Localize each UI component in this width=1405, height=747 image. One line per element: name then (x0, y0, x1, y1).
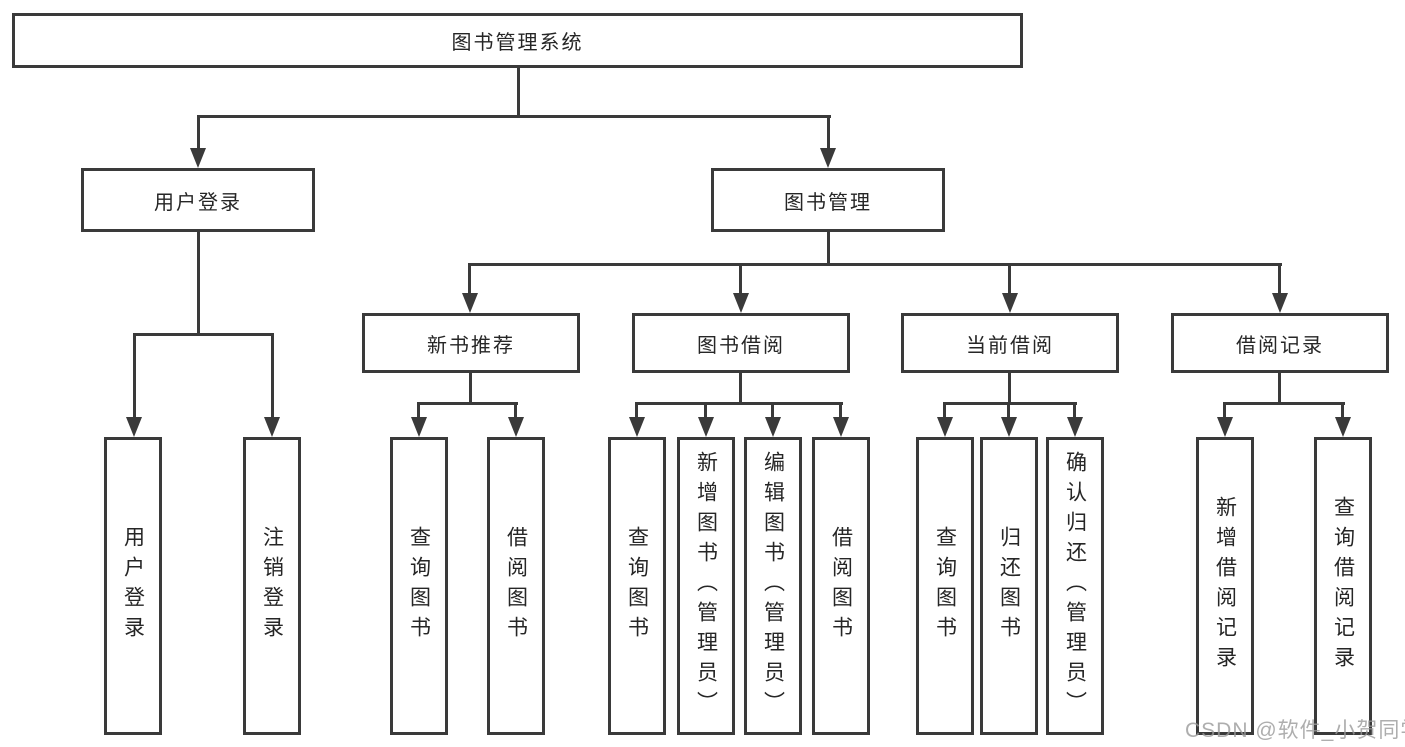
connector-line (197, 232, 200, 333)
leaf-return-books-label: 归还图书 (997, 526, 1021, 646)
arrow-down-icon (190, 148, 206, 168)
arrow-down-icon (765, 417, 781, 437)
connector-line (514, 402, 517, 419)
connector-line (469, 373, 472, 404)
arrow-down-icon (508, 417, 524, 437)
connector-line (827, 232, 830, 266)
arrow-down-icon (1001, 417, 1017, 437)
arrow-down-icon (1335, 417, 1351, 437)
leaf-add-borrow-record: 新增借阅记录 (1196, 437, 1254, 735)
arrow-down-icon (1217, 417, 1233, 437)
connector-line (1073, 402, 1076, 419)
node-new-books-label: 新书推荐 (427, 334, 515, 357)
connector-line (635, 402, 843, 405)
connector-line (1007, 402, 1010, 419)
node-new-books: 新书推荐 (362, 313, 580, 373)
leaf-logout: 注销登录 (243, 437, 301, 735)
leaf-query-borrow-record: 查询借阅记录 (1314, 437, 1372, 735)
leaf-borrow-books-2-label: 借阅图书 (829, 526, 853, 646)
connector-line (1008, 373, 1011, 404)
leaf-return-books: 归还图书 (980, 437, 1038, 735)
leaf-query-books-2-label: 查询图书 (625, 526, 649, 646)
arrow-down-icon (411, 417, 427, 437)
arrow-down-icon (1067, 417, 1083, 437)
leaf-query-books-3-label: 查询图书 (933, 526, 957, 646)
connector-line (468, 263, 471, 295)
connector-line (1341, 402, 1344, 419)
connector-line (739, 263, 742, 295)
node-borrow-records-label: 借阅记录 (1236, 334, 1324, 357)
connector-line (133, 333, 136, 419)
connector-line (1278, 263, 1281, 295)
connector-line (417, 402, 420, 419)
leaf-confirm-return-admin: 确认归还（管理员） (1046, 437, 1104, 735)
node-root-label: 图书管理系统 (451, 32, 584, 54)
connector-line (704, 402, 707, 419)
connector-line (517, 68, 520, 118)
csdn-watermark: CSDN @软件_小贺同学 (1185, 719, 1405, 742)
leaf-confirm-return-admin-label: 确认归还（管理员） (1063, 451, 1087, 721)
leaf-borrow-books-1: 借阅图书 (487, 437, 545, 735)
connector-line (1223, 402, 1345, 405)
node-book-mgmt-label: 图书管理 (784, 191, 872, 214)
connector-line (635, 402, 638, 419)
connector-line (839, 402, 842, 419)
node-book-borrow: 图书借阅 (632, 313, 850, 373)
node-user-login: 用户登录 (81, 168, 315, 232)
leaf-query-books-1-label: 查询图书 (407, 526, 431, 646)
leaf-add-books-admin: 新增图书（管理员） (677, 437, 735, 735)
connector-line (827, 115, 830, 150)
node-current-borrow: 当前借阅 (901, 313, 1119, 373)
connector-line (739, 373, 742, 404)
arrow-down-icon (1272, 293, 1288, 313)
connector-line (771, 402, 774, 419)
leaf-query-borrow-record-label: 查询借阅记录 (1331, 496, 1355, 676)
connector-line (943, 402, 946, 419)
leaf-query-books-1: 查询图书 (390, 437, 448, 735)
node-user-login-label: 用户登录 (154, 191, 242, 214)
connector-line (197, 115, 831, 118)
arrow-down-icon (1002, 293, 1018, 313)
arrow-down-icon (126, 417, 142, 437)
connector-line (469, 263, 1282, 266)
node-root: 图书管理系统 (12, 13, 1023, 68)
connector-line (1223, 402, 1226, 419)
leaf-borrow-books-1-label: 借阅图书 (504, 526, 528, 646)
leaf-query-books-3: 查询图书 (916, 437, 974, 735)
arrow-down-icon (264, 417, 280, 437)
connector-line (133, 333, 274, 336)
connector-line (1278, 373, 1281, 404)
leaf-edit-books-admin: 编辑图书（管理员） (744, 437, 802, 735)
arrow-down-icon (698, 417, 714, 437)
arrow-down-icon (833, 417, 849, 437)
arrow-down-icon (733, 293, 749, 313)
arrow-down-icon (629, 417, 645, 437)
leaf-add-borrow-record-label: 新增借阅记录 (1213, 496, 1237, 676)
leaf-user-login-label: 用户登录 (121, 526, 145, 646)
connector-line (271, 333, 274, 419)
node-current-borrow-label: 当前借阅 (966, 334, 1054, 357)
arrow-down-icon (937, 417, 953, 437)
connector-line (1008, 263, 1011, 295)
node-book-borrow-label: 图书借阅 (697, 334, 785, 357)
leaf-borrow-books-2: 借阅图书 (812, 437, 870, 735)
leaf-add-books-admin-label: 新增图书（管理员） (694, 451, 718, 721)
node-borrow-records: 借阅记录 (1171, 313, 1389, 373)
arrow-down-icon (820, 148, 836, 168)
leaf-logout-label: 注销登录 (260, 526, 284, 646)
leaf-edit-books-admin-label: 编辑图书（管理员） (761, 451, 785, 721)
connector-line (197, 115, 200, 150)
connector-line (417, 402, 518, 405)
connector-line (943, 402, 1077, 405)
leaf-user-login: 用户登录 (104, 437, 162, 735)
node-book-mgmt: 图书管理 (711, 168, 945, 232)
arrow-down-icon (462, 293, 478, 313)
leaf-query-books-2: 查询图书 (608, 437, 666, 735)
